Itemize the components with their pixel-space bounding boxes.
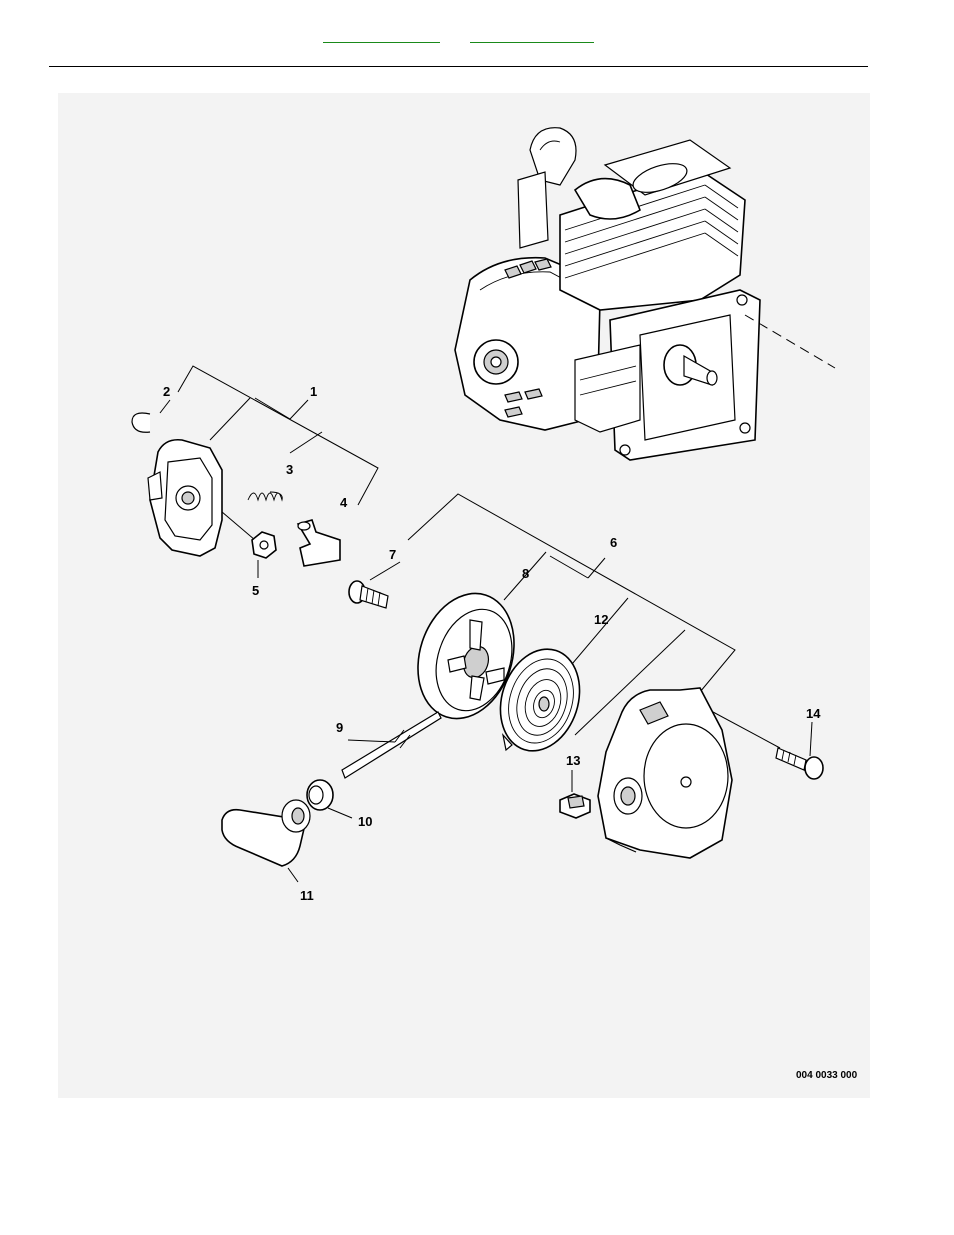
callout-12: 12	[594, 612, 608, 627]
callout-5: 5	[252, 583, 259, 598]
part-2-clip	[132, 413, 150, 432]
callout-9: 9	[336, 720, 343, 735]
callout-3: 3	[286, 462, 293, 477]
document-number: 004 0033 000	[796, 1070, 858, 1081]
callout-6: 6	[610, 535, 617, 550]
part-1-housing	[148, 440, 222, 556]
part-7-screw	[349, 581, 388, 608]
callout-14: 14	[806, 706, 821, 721]
callout-2: 2	[163, 384, 170, 399]
part-3-spring	[248, 492, 282, 500]
part-5-nut	[252, 532, 276, 578]
part-9-rope	[342, 712, 441, 778]
part-13-nut	[560, 794, 590, 818]
callout-11: 11	[300, 888, 314, 903]
part-10-grommet	[307, 780, 352, 818]
engine-illustration	[455, 128, 835, 460]
callout-13: 13	[566, 753, 580, 768]
callout-1: 1	[310, 384, 317, 399]
part-4-pawl	[298, 520, 340, 566]
part-14-bolt	[776, 722, 823, 779]
callout-7: 7	[389, 547, 396, 562]
callout-8: 8	[522, 566, 529, 581]
callout-10: 10	[358, 814, 372, 829]
part-6-starter-case	[598, 688, 732, 858]
callout-4: 4	[340, 495, 348, 510]
part-11-handle	[222, 800, 310, 882]
